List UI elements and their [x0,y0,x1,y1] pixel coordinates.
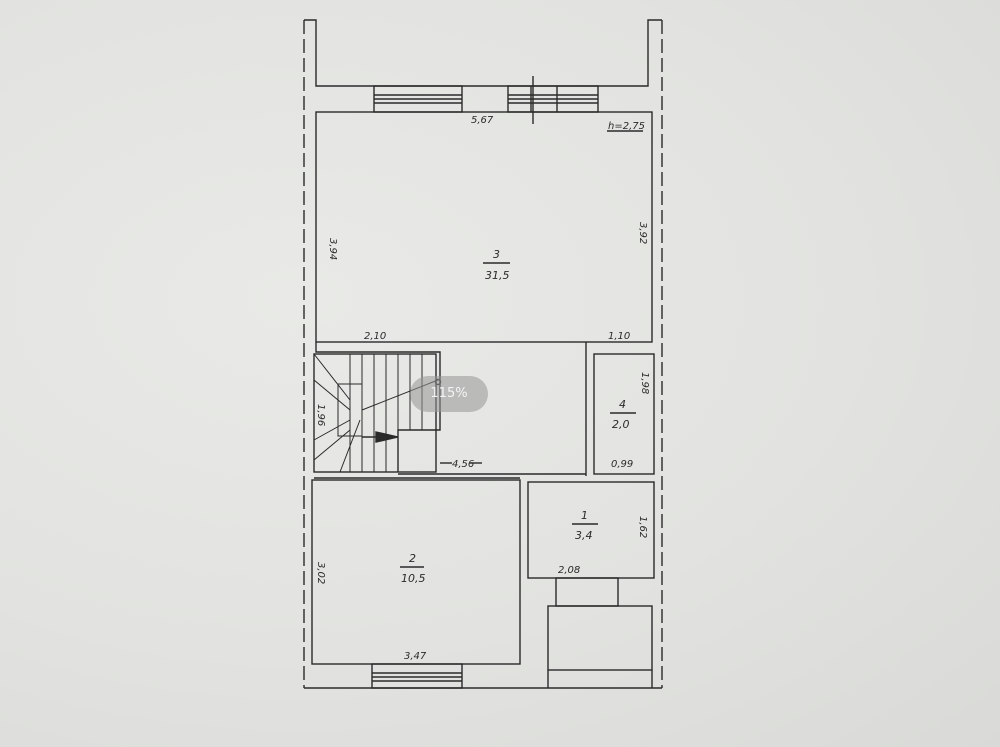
stair-steps [313,353,439,473]
dim-stair-top: 2,10 [364,331,386,342]
dim-closet-bottom: 0,99 [611,459,633,470]
dim-stair-side: 1,96 [315,404,326,426]
dim-room2-side: 3,02 [315,562,326,584]
room-3-outline [315,111,653,343]
window-top-right [507,85,599,113]
room-4-outline [593,353,655,475]
dim-closet-top: 1,10 [608,331,630,342]
room-1-number: 1 [581,509,588,522]
dim-room1-bottom: 2,08 [558,565,580,576]
height-label: h=2,75 [608,121,645,132]
room-4-number: 4 [619,398,626,411]
entry-door [555,577,619,607]
room-3-area: 31,5 [485,269,510,282]
room-1-area: 3,4 [575,529,593,542]
window-bottom [371,663,463,689]
stair-box [313,353,437,473]
dim-room2-bottom: 3,47 [404,651,427,662]
room-3-number: 3 [493,248,500,261]
dim-room3-right: 3,92 [637,222,648,244]
room-2-area: 10,5 [401,572,426,585]
top-parapet [304,19,662,87]
porch-outline [547,605,653,671]
window-top-left [373,85,463,113]
dim-closet-side: 1,98 [639,372,650,394]
room-2-number: 2 [409,552,416,565]
stair-arrow-head [375,431,399,443]
dim-room1-side: 1,62 [637,516,648,538]
dim-room3-left: 3,94 [327,238,338,260]
dim-top-width: 5,67 [471,115,494,126]
dim-mid-width: 4,56 [452,459,474,470]
room-4-area: 2,0 [612,418,630,431]
zoom-level-badge: 115% [410,376,488,412]
